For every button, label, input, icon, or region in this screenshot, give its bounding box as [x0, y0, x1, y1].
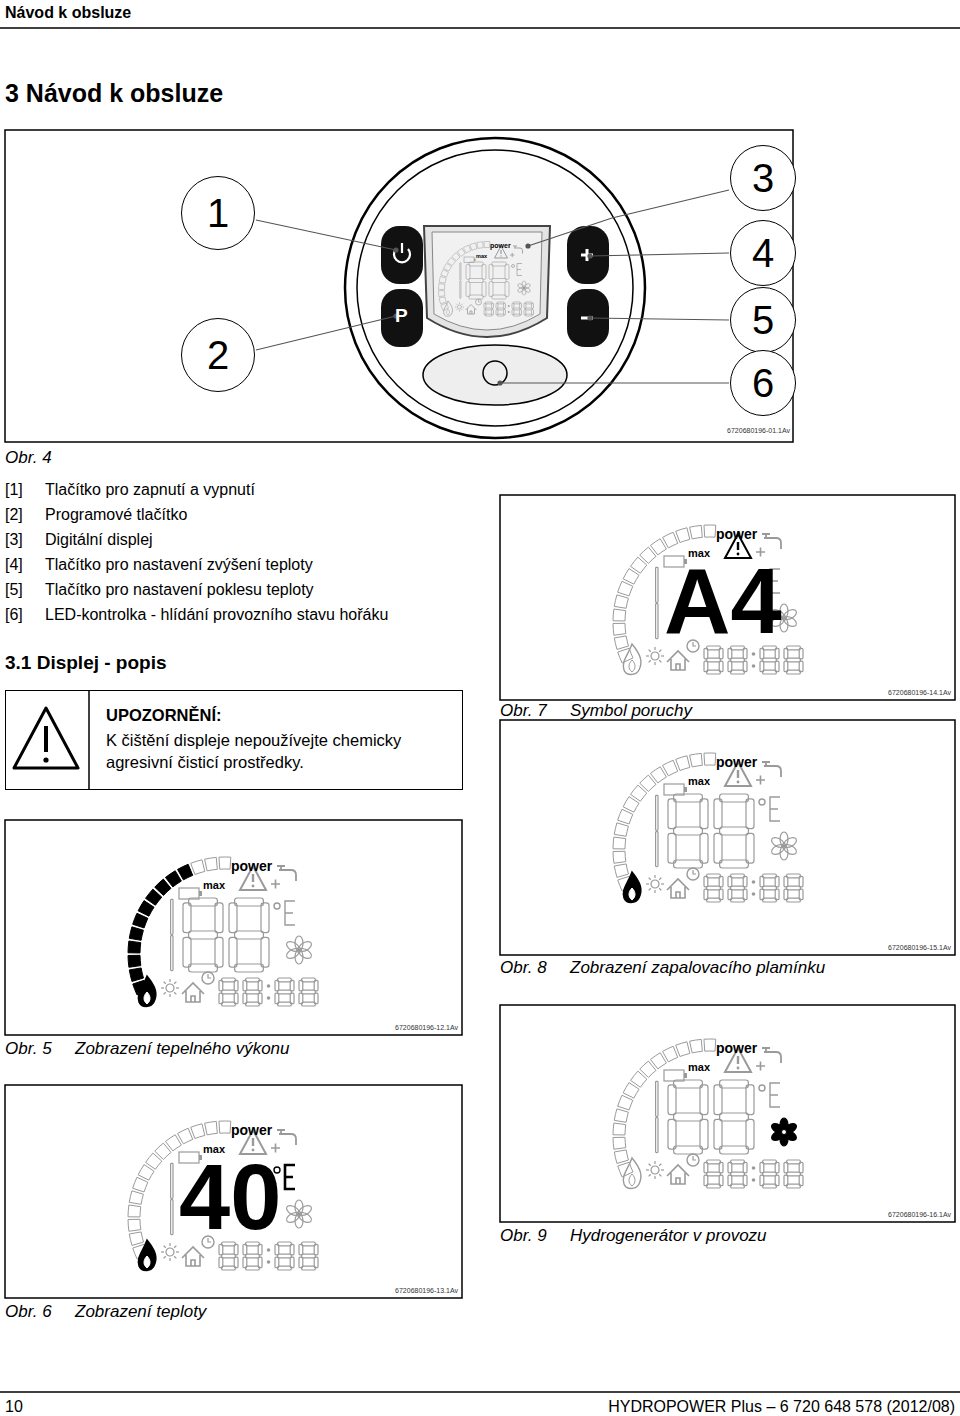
figure-caption: Zobrazení zapalovacího plamínku — [570, 958, 825, 978]
figure-code: 6720680196-14.1Av — [888, 689, 951, 697]
figure-frame — [5, 820, 462, 1035]
figure-frame — [500, 495, 955, 700]
list-number: [2] — [5, 505, 23, 524]
display-word: max — [476, 253, 487, 260]
figure-code: 6720680196-12.1Av — [395, 1024, 458, 1032]
callout-number: 4 — [730, 220, 796, 286]
callout-digit: 5 — [752, 294, 774, 346]
lcd-display — [613, 525, 803, 675]
figure-frame — [5, 130, 793, 442]
callout-digit: 1 — [207, 187, 229, 239]
list-number: [5] — [5, 580, 23, 599]
display-word: power — [716, 526, 757, 543]
warning-heading: UPOZORNĚNÍ: — [106, 705, 452, 726]
figure-number: Obr. 7 — [500, 701, 547, 721]
page-number: 10 — [5, 1397, 23, 1416]
figure-number: Obr. 5 — [5, 1039, 52, 1059]
callout-number: 1 — [181, 176, 255, 250]
figure-frame — [500, 720, 955, 955]
display-word: max — [688, 775, 710, 788]
display-word: power — [231, 1122, 272, 1139]
list-number: [4] — [5, 555, 23, 574]
list-number: [3] — [5, 530, 23, 549]
warning-text: K čištění displeje nepoužívejte chemicky… — [106, 730, 452, 773]
figure-code: 6720680196-01.1Av — [727, 427, 790, 435]
figure-frame — [5, 1085, 462, 1298]
callout-digit: 3 — [752, 152, 774, 204]
figure-code: 6720680196-16.1Av — [888, 1211, 951, 1219]
list-number: [1] — [5, 480, 23, 499]
figure-caption: Symbol poruchy — [570, 701, 692, 721]
display-word: max — [203, 879, 225, 892]
list-item: Tlačítko pro nastavení zvýšení teploty — [45, 555, 313, 574]
lcd-display — [613, 1039, 803, 1189]
subsection-title: 3.1 Displej - popis — [5, 652, 167, 675]
figure-number: Obr. 8 — [500, 958, 547, 978]
display-word: max — [688, 1061, 710, 1074]
figure-caption: Zobrazení teploty — [75, 1302, 206, 1322]
display-word: power — [716, 754, 757, 771]
figure-caption: Hydrogenerátor v provozu — [570, 1226, 767, 1246]
list-item: LED-kontrolka - hlídání provozního stavu… — [45, 605, 388, 624]
callout-number: 6 — [730, 350, 796, 416]
callout-number: 2 — [181, 318, 255, 392]
warning-box: UPOZORNĚNÍ: K čištění displeje nepoužívej… — [5, 690, 463, 790]
list-item: Digitální displej — [45, 530, 153, 549]
button-letter: P — [395, 305, 408, 328]
display-word: power — [716, 1040, 757, 1057]
list-item: Programové tlačítko — [45, 505, 187, 524]
figure-caption: Zobrazení tepelného výkonu — [75, 1039, 290, 1059]
figure-frame — [500, 1005, 955, 1222]
lcd-display — [128, 857, 318, 1007]
callout-number: 3 — [730, 145, 796, 211]
display-value: 40 — [179, 1151, 281, 1243]
figure-number: Obr. 6 — [5, 1302, 52, 1322]
list-item: Tlačítko pro zapnutí a vypnutí — [45, 480, 255, 499]
footer-text: HYDROPOWER Plus – 6 720 648 578 (2012/08… — [608, 1397, 955, 1416]
callout-digit: 6 — [752, 357, 774, 409]
section-title: 3 Návod k obsluze — [5, 78, 223, 108]
lcd-display — [128, 1121, 318, 1271]
callout-digit: 2 — [207, 329, 229, 381]
lcd-display — [439, 241, 534, 316]
callout-number: 5 — [730, 287, 796, 353]
display-word: power — [490, 242, 511, 250]
display-word: power — [231, 858, 272, 875]
display-value: A4 — [664, 555, 782, 647]
page-header: Návod k obsluze — [5, 3, 131, 22]
figure-code: 6720680196-13.1Av — [395, 1287, 458, 1295]
control-panel — [256, 138, 729, 438]
list-item: Tlačítko pro nastavení poklesu teploty — [45, 580, 314, 599]
figure-number: Obr. 9 — [500, 1226, 547, 1246]
figure-number: Obr. 4 — [5, 448, 52, 468]
lcd-display — [613, 753, 803, 903]
figure-code: 6720680196-15.1Av — [888, 944, 951, 952]
callout-digit: 4 — [752, 227, 774, 279]
list-number: [6] — [5, 605, 23, 624]
